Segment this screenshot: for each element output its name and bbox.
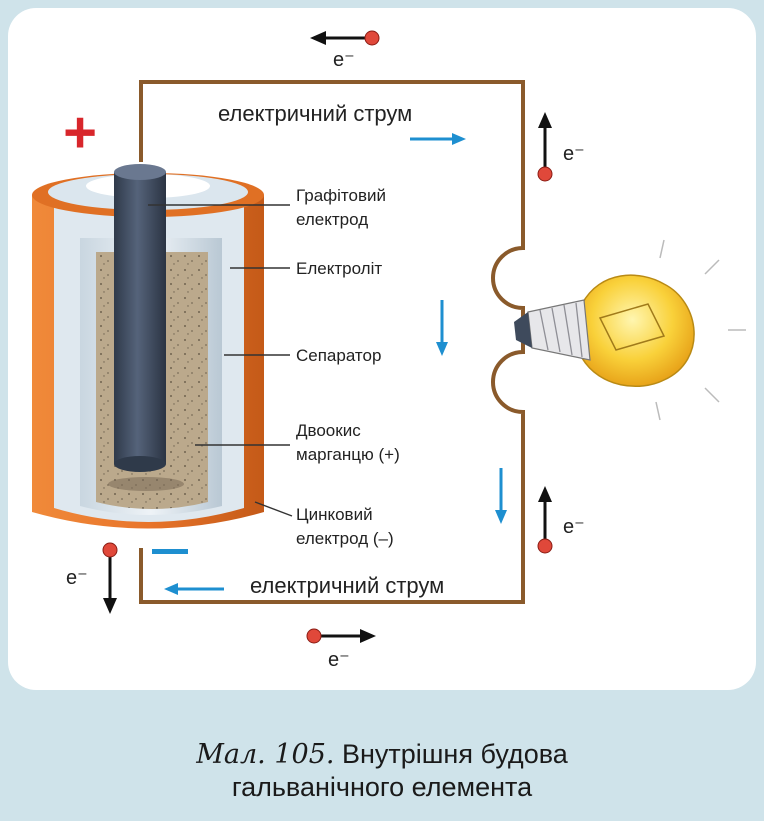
label-mno2-1: Двоокис bbox=[296, 421, 361, 440]
battery bbox=[32, 164, 264, 529]
current-arrow-left bbox=[164, 583, 224, 595]
graphite-rod bbox=[114, 172, 166, 464]
caption-title-1: Внутрішня будова bbox=[341, 739, 568, 769]
bulb-rays bbox=[655, 239, 746, 421]
electron-right-lower: e⁻ bbox=[537, 486, 585, 554]
graphite-rod-top bbox=[114, 164, 166, 180]
plus-sign: + bbox=[63, 100, 97, 165]
electron-left: e⁻ bbox=[66, 542, 118, 614]
bulb-base bbox=[527, 299, 591, 361]
label-graphite-2: електрод bbox=[296, 210, 368, 229]
current-label-bottom: електричний струм bbox=[250, 573, 444, 598]
label-mno2-2: марганцю (+) bbox=[296, 445, 400, 464]
bulb-glass bbox=[581, 274, 695, 388]
electron-top-label: e⁻ bbox=[333, 49, 355, 71]
label-graphite-1: Графітовий bbox=[296, 186, 386, 205]
electron-top: e⁻ bbox=[310, 30, 380, 71]
label-zinc-2: електрод (–) bbox=[296, 529, 394, 548]
electron-left-label: e⁻ bbox=[66, 567, 88, 589]
caption-figure-number: Мал. 105. bbox=[196, 739, 335, 770]
graphite-rod-bottom bbox=[114, 456, 166, 472]
minus-sign bbox=[152, 549, 188, 554]
rod-shadow bbox=[108, 477, 184, 491]
bulb-thread bbox=[539, 302, 583, 358]
electron-right-upper: e⁻ bbox=[537, 112, 585, 182]
electron-bottom-label: e⁻ bbox=[328, 649, 350, 671]
light-bulb bbox=[514, 239, 746, 421]
leader-lines bbox=[148, 204, 293, 517]
electron-right-upper-label: e⁻ bbox=[563, 143, 585, 165]
label-electrolyte: Електроліт bbox=[296, 259, 382, 278]
figure-caption: Мал. 105. Внутрішня будова гальванічного… bbox=[0, 708, 764, 821]
leader-zinc bbox=[254, 501, 293, 517]
electron-right-lower-label: e⁻ bbox=[563, 516, 585, 538]
current-arrows bbox=[164, 133, 507, 595]
current-arrow-down-2 bbox=[495, 468, 507, 524]
caption-line-1: Мал. 105. Внутрішня будова bbox=[0, 738, 764, 771]
current-arrow-down-1 bbox=[436, 300, 448, 356]
bulb-tip bbox=[514, 312, 532, 348]
label-separator: Сепаратор bbox=[296, 346, 381, 365]
bulb-filament bbox=[598, 303, 666, 351]
caption-line-2: гальванічного елемента bbox=[231, 772, 533, 802]
current-label-top: електричний струм bbox=[218, 101, 412, 126]
label-zinc-1: Цинковий bbox=[296, 505, 373, 524]
electron-bottom: e⁻ bbox=[306, 628, 376, 671]
current-arrow-right bbox=[410, 133, 466, 145]
